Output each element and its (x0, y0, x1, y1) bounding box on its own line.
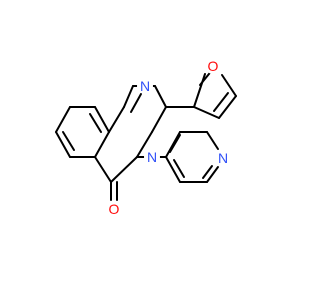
bond (89, 113, 102, 133)
bond (130, 93, 142, 113)
bond (165, 131, 181, 158)
bond (94, 131, 110, 158)
bond (206, 131, 219, 150)
bond (123, 85, 134, 108)
bond (221, 74, 237, 97)
bond (218, 95, 237, 119)
bond (94, 106, 110, 133)
bond (202, 165, 213, 179)
bond (136, 131, 153, 158)
bond (193, 106, 220, 119)
bond (154, 85, 167, 108)
bond (213, 92, 229, 112)
bond (151, 106, 167, 133)
bond (110, 156, 138, 183)
bond (169, 134, 181, 153)
bond (55, 131, 71, 158)
bond (94, 156, 112, 183)
bond (165, 156, 181, 183)
atom-n-pyridine: N (218, 150, 228, 166)
atom-n3: N (147, 149, 157, 165)
bond (62, 131, 75, 151)
bond (173, 159, 185, 178)
bond (108, 106, 125, 133)
atom-labels: N N O O N (106, 58, 231, 217)
bond (193, 73, 206, 108)
molecule-structure: N N O O N (55, 58, 237, 217)
bond (55, 106, 71, 133)
bond (206, 166, 219, 183)
atom-o-carbonyl: O (109, 201, 120, 217)
atom-n1: N (140, 78, 150, 94)
atom-o-furan: O (208, 58, 219, 74)
